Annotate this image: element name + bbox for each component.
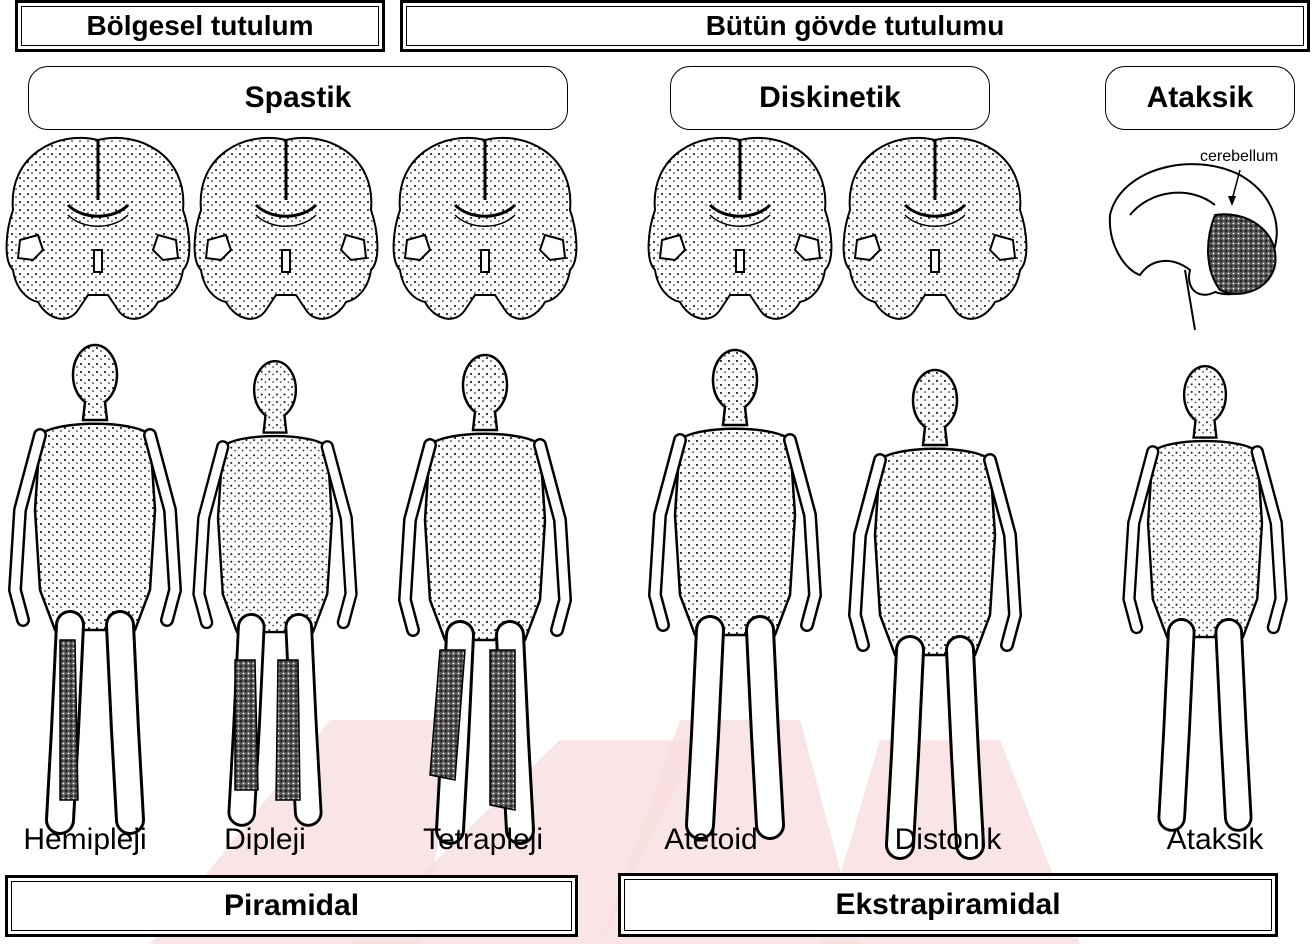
brain-athetoid — [649, 138, 832, 319]
figure-ataxic — [1129, 366, 1281, 817]
diplegia-left-leg — [235, 660, 258, 790]
label-dystonic: Distonik — [848, 823, 1048, 857]
brain-tetraplegia — [394, 138, 577, 319]
label-athetoid: Atetoid — [611, 823, 811, 857]
label-tetraplegia: Tetrapleji — [383, 823, 583, 857]
brain-hemiplegia — [7, 138, 190, 319]
label-hemiplegia: Hemipleji — [0, 823, 185, 857]
hemiplegia-affected-leg — [60, 640, 78, 800]
extrapyramidal-footer: Ekstrapiramidal — [618, 873, 1278, 937]
label-diplegia: Dipleji — [165, 823, 365, 857]
cerebellum-illustration — [1110, 164, 1277, 330]
figure-hemiplegia — [15, 345, 175, 820]
figure-athetoid — [655, 350, 815, 825]
tetraplegia-right-leg — [490, 650, 515, 810]
diplegia-right-leg — [276, 660, 300, 800]
pyramidal-label: Piramidal — [224, 889, 359, 923]
cerebellum-annotation: cerebellum — [1200, 148, 1278, 166]
figure-dystonic — [855, 370, 1015, 845]
pyramidal-footer: Piramidal — [5, 875, 578, 937]
figure-diplegia — [199, 361, 351, 812]
extrapyramidal-label: Ekstrapiramidal — [835, 888, 1060, 922]
brain-diplegia — [195, 138, 378, 319]
brain-dystonic — [844, 138, 1027, 319]
label-ataxic: Ataksik — [1115, 823, 1315, 857]
figure-tetraplegia — [405, 355, 565, 830]
